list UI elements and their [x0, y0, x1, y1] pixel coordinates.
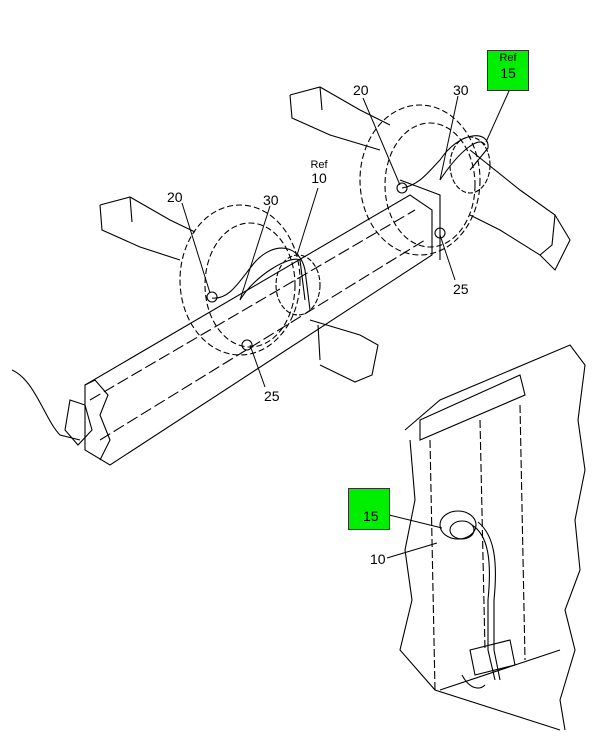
brake-lines — [11, 135, 491, 446]
callout-ref-10: Ref 10 — [305, 159, 333, 186]
detail-clip — [439, 510, 516, 689]
callout-number: 15 — [363, 508, 379, 524]
detail-frame — [399, 344, 586, 731]
callout-20-left: 20 — [167, 189, 183, 205]
callout-ref-label: Ref — [310, 159, 328, 171]
callout-30-right: 30 — [453, 82, 469, 98]
callout-number: 15 — [500, 65, 516, 81]
callout-number: 10 — [311, 170, 327, 186]
callout-10-detail: 10 — [370, 551, 386, 567]
callout-25-left: 25 — [264, 388, 280, 404]
callout-25-right: 25 — [453, 281, 469, 297]
axle-tube — [84, 194, 433, 466]
callout-20-right: 20 — [353, 82, 369, 98]
leader-lines — [181, 90, 510, 559]
callout-ref-label: Ref — [499, 52, 517, 64]
callout-30-left: 30 — [263, 192, 279, 208]
front-axle — [99, 196, 379, 383]
callout-box-ref-15: Ref 15 — [487, 50, 529, 91]
callout-box-15: 15 — [348, 488, 390, 530]
rear-axle — [289, 86, 571, 271]
